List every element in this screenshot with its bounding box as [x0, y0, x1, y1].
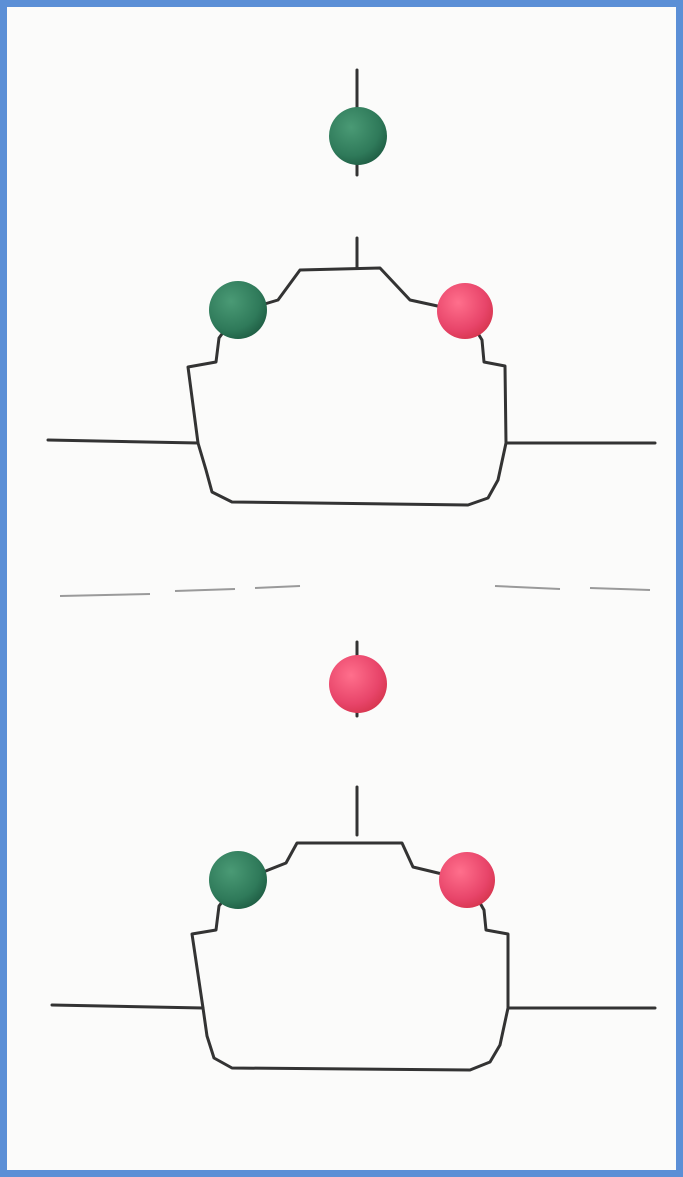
diagram-canvas: [7, 7, 676, 1170]
red-ball-right: [437, 283, 493, 339]
red-ball-top: [329, 655, 387, 713]
panel-top: [48, 70, 655, 505]
left-shore-line: [52, 1005, 203, 1008]
panel-bottom: [52, 642, 655, 1070]
green-ball-left: [209, 851, 267, 909]
section-divider: [60, 586, 650, 596]
green-ball-top: [329, 107, 387, 165]
left-shore-line: [48, 440, 198, 443]
red-ball-right: [439, 852, 495, 908]
green-ball-left: [209, 281, 267, 339]
